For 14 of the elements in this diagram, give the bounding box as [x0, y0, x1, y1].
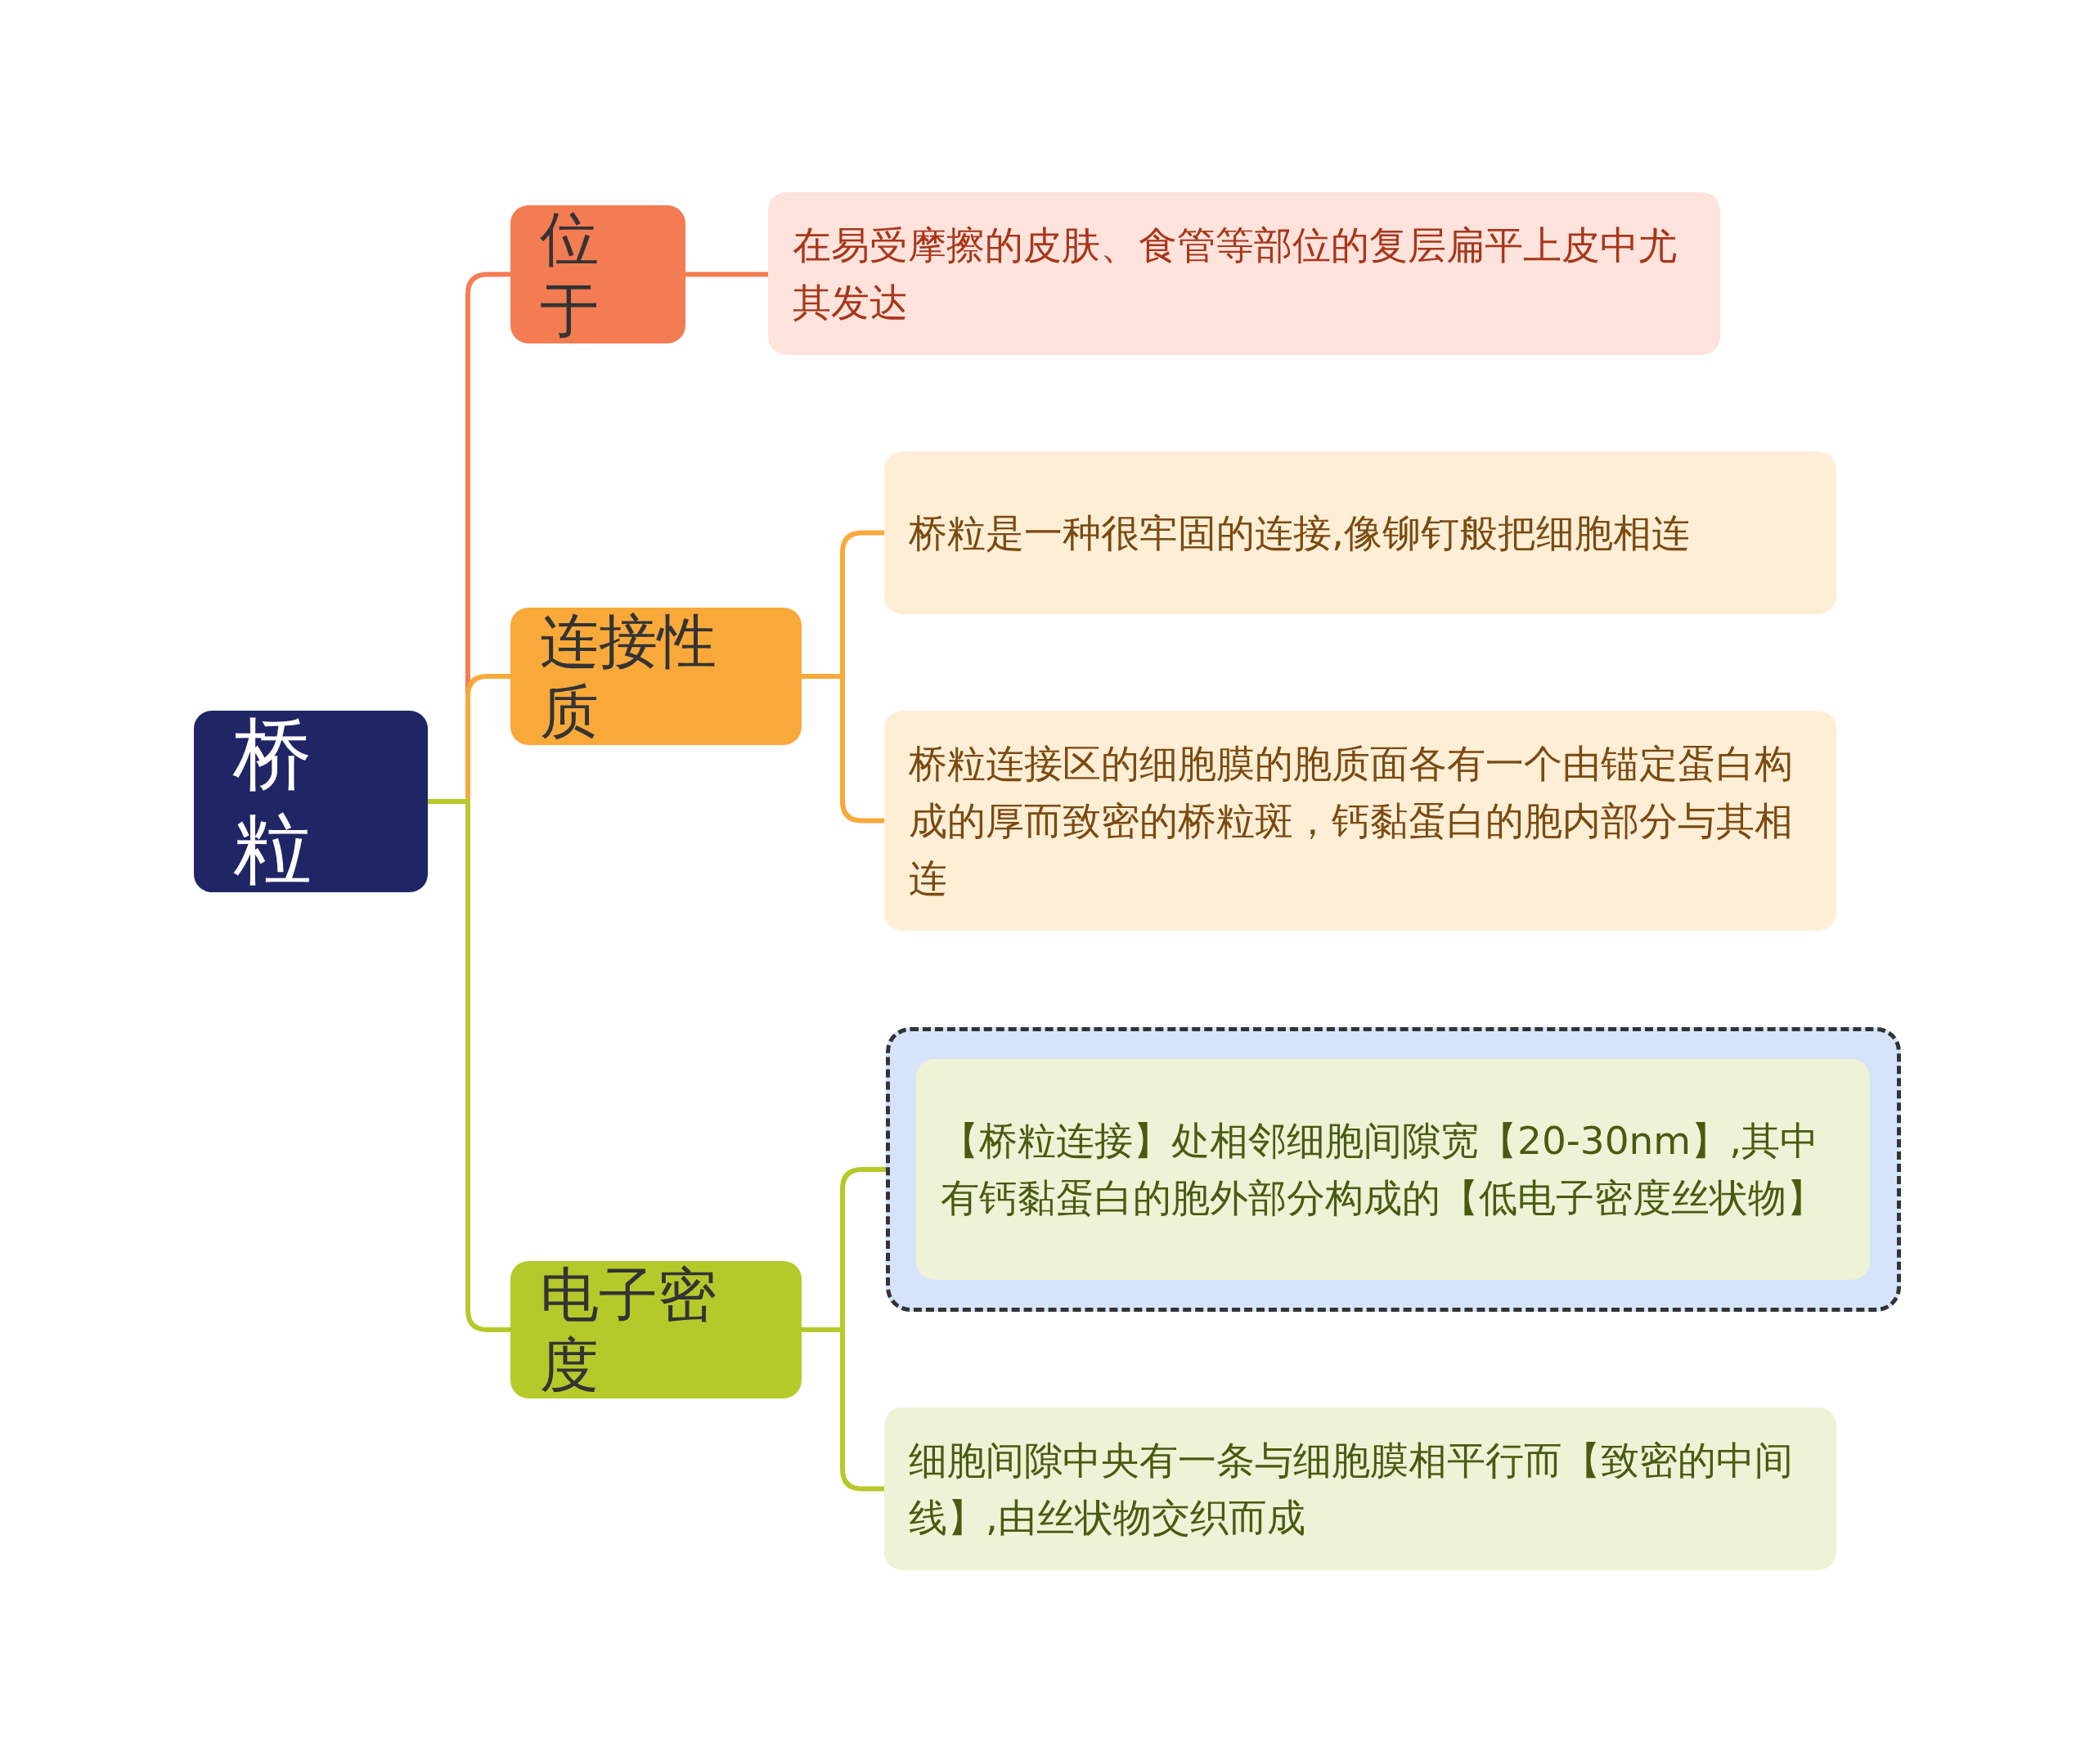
root-box: 桥粒 [194, 711, 428, 892]
note-box: 在易受摩擦的皮肤、食管等部位的复层扁平上皮中尤其发达 [768, 192, 1720, 355]
connector-line [802, 1327, 884, 1492]
connector-line [685, 272, 768, 277]
note-box: 细胞间隙中央有一条与细胞膜相平行而【致密的中间线】,由丝状物交织而成 [884, 1407, 1836, 1570]
note-box: 桥粒连接区的细胞膜的胞质面各有一个由锚定蛋白构成的厚而致密的桥粒斑，钙黏蛋白的胞内部分与其相连 [884, 711, 1836, 931]
connector-line [428, 799, 510, 1332]
note-box: 桥粒是一种很牢固的连接,像铆钉般把细胞相连 [884, 451, 1836, 614]
topic-box: 连接性质 [510, 608, 802, 745]
dashed-frame [886, 1027, 1901, 1312]
connector-line [802, 674, 884, 824]
topic-box: 位于 [510, 205, 685, 343]
topic-box: 电子密度 [510, 1261, 802, 1398]
note-box: 【桥粒连接】处相邻细胞间隙宽【20-30nm】,其中有钙黏蛋白的胞外部分构成的【低电子密度丝状物】 [916, 1059, 1870, 1280]
